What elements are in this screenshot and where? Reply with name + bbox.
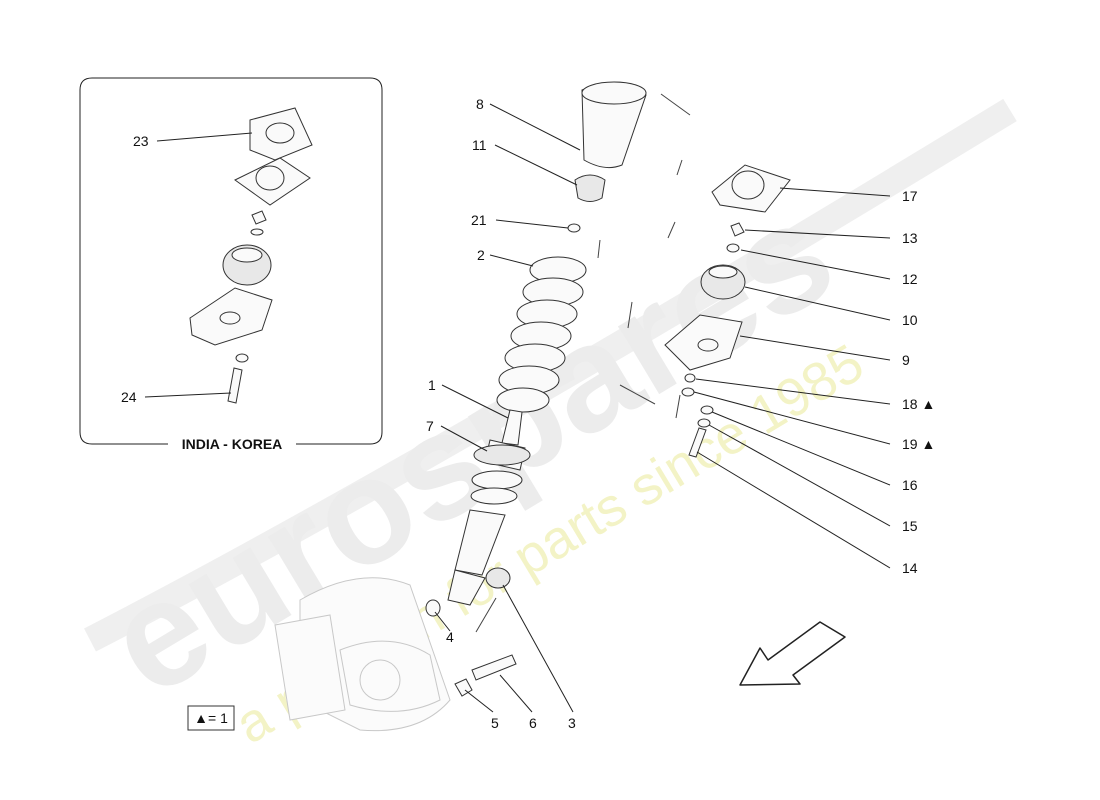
washer-12-part bbox=[726, 243, 740, 253]
leader-9 bbox=[739, 335, 891, 361]
leader-3 bbox=[502, 584, 574, 713]
callout-16: 16 bbox=[902, 477, 918, 493]
coil-spring-part bbox=[496, 256, 587, 413]
leader-23 bbox=[156, 132, 253, 142]
bolt-6-part bbox=[471, 654, 517, 681]
callout-3: 3 bbox=[568, 715, 576, 731]
inset-india-korea: INDIA - KOREA 23 24 bbox=[79, 77, 383, 452]
top-mount-stack bbox=[664, 164, 791, 458]
spring-seat-part bbox=[473, 444, 531, 466]
leader-13 bbox=[744, 229, 891, 239]
callout-2: 2 bbox=[477, 247, 485, 263]
brake-knuckle-assembly bbox=[274, 577, 451, 732]
leader-18 bbox=[695, 378, 891, 405]
callout-5: 5 bbox=[491, 715, 499, 731]
callout-9: 9 bbox=[902, 352, 910, 368]
bushing-3-part bbox=[485, 567, 511, 589]
inset-washer-part bbox=[250, 228, 264, 236]
inset-nut-part bbox=[251, 210, 267, 225]
leader-12 bbox=[740, 249, 891, 280]
inset-title: INDIA - KOREA bbox=[182, 436, 283, 452]
inset-bump-stop-top bbox=[231, 247, 263, 263]
callout-14: 14 bbox=[902, 560, 918, 576]
bump-stop-part bbox=[574, 174, 606, 202]
callout-18: 18 ▲ bbox=[902, 396, 935, 412]
callout-11: 11 bbox=[472, 137, 487, 153]
bolt-14-part bbox=[688, 427, 707, 458]
callout-17: 17 bbox=[902, 188, 918, 204]
top-mount-dome bbox=[255, 165, 285, 191]
direction-arrow-icon bbox=[739, 621, 846, 686]
leader-17 bbox=[779, 187, 891, 197]
callout-13: 13 bbox=[902, 230, 918, 246]
washer-4-part bbox=[425, 599, 441, 617]
leader-1 bbox=[441, 384, 509, 419]
legend-text: ▲= 1 bbox=[194, 710, 228, 726]
leader-19 bbox=[693, 391, 891, 445]
leader-16 bbox=[711, 411, 891, 486]
gasket-plate-hole bbox=[265, 122, 295, 144]
shock-absorber-part bbox=[501, 409, 523, 446]
washer-16-part bbox=[700, 405, 714, 415]
callout-6: 6 bbox=[529, 715, 537, 731]
callout-24: 24 bbox=[121, 389, 137, 405]
leader-8 bbox=[489, 103, 581, 151]
callout-10: 10 bbox=[902, 312, 918, 328]
washer-15-part bbox=[697, 418, 711, 428]
washer-18-part bbox=[684, 373, 696, 383]
callout-15: 15 bbox=[902, 518, 918, 534]
callouts-right: 17 13 12 10 9 18 ▲ 19 ▲ 16 15 14 bbox=[693, 187, 935, 576]
legend-box: ▲= 1 bbox=[187, 705, 235, 731]
inset-bolt-part bbox=[227, 367, 243, 404]
watermark: eurospares a passion for parts since 198… bbox=[80, 98, 1017, 755]
nut-13-part bbox=[730, 222, 745, 237]
ring-19-part bbox=[681, 387, 695, 397]
spacer-21-part bbox=[567, 223, 581, 233]
callouts-main: 8 11 21 2 1 7 4 5 6 3 bbox=[426, 96, 581, 731]
leader-15 bbox=[708, 424, 891, 527]
leader-6 bbox=[499, 674, 533, 713]
inset-lower-washer-part bbox=[235, 353, 249, 363]
leader-7 bbox=[440, 425, 488, 452]
leader-5 bbox=[464, 689, 494, 713]
callout-19: 19 ▲ bbox=[902, 436, 935, 452]
leader-2 bbox=[489, 254, 534, 267]
callout-23: 23 bbox=[133, 133, 149, 149]
inset-bracket-hole bbox=[219, 311, 241, 325]
leader-14 bbox=[696, 451, 891, 569]
callout-4: 4 bbox=[446, 629, 454, 645]
callout-21: 21 bbox=[471, 212, 487, 228]
dust-boot-top bbox=[581, 81, 647, 105]
assembly-guides bbox=[475, 93, 691, 633]
callout-8: 8 bbox=[476, 96, 484, 112]
damper-assembly bbox=[425, 81, 647, 697]
leader-10 bbox=[744, 286, 891, 321]
leader-11 bbox=[494, 144, 578, 186]
leader-4 bbox=[434, 611, 451, 632]
leader-24 bbox=[144, 392, 232, 398]
callout-7: 7 bbox=[426, 418, 434, 434]
callout-12: 12 bbox=[902, 271, 918, 287]
leader-21 bbox=[495, 219, 569, 229]
callout-1: 1 bbox=[428, 377, 436, 393]
